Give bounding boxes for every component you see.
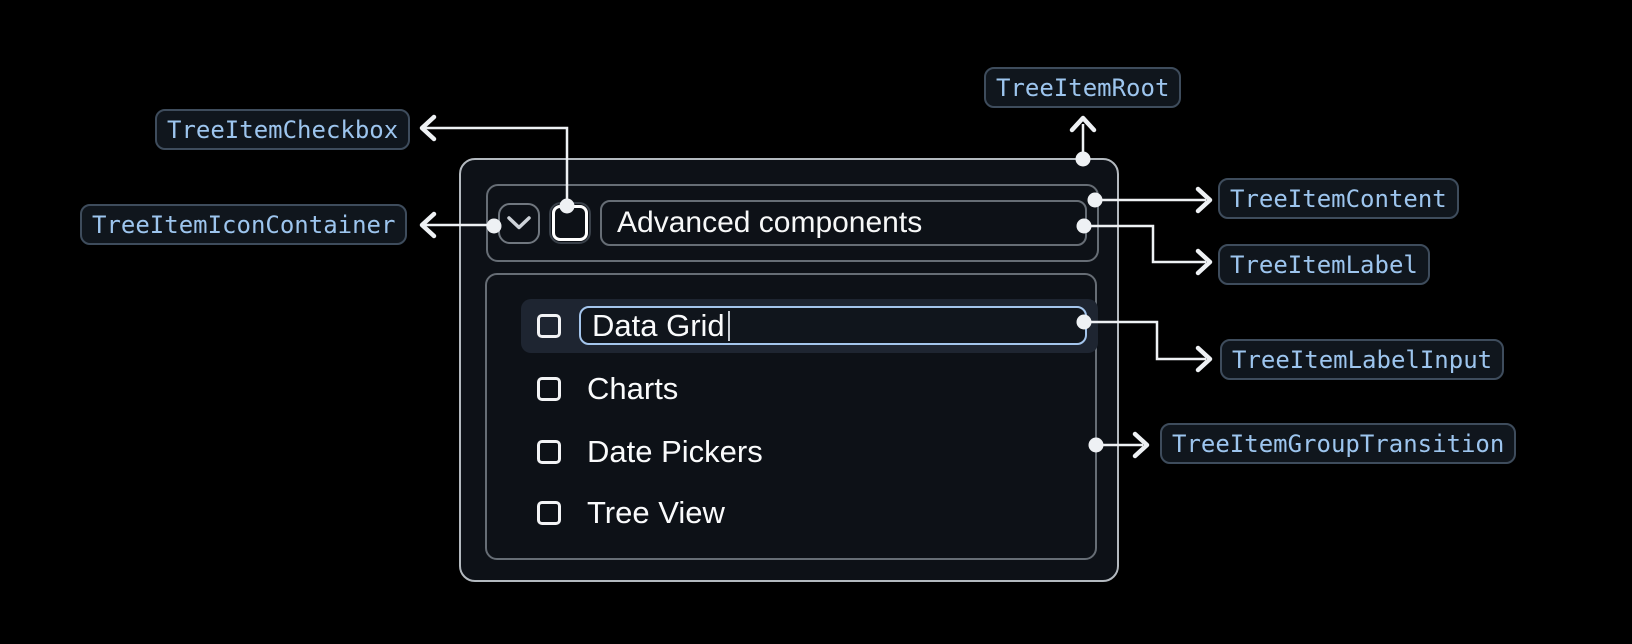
tree-item-label: Charts	[587, 371, 679, 406]
checkbox-icon[interactable]	[537, 440, 561, 464]
checkbox-icon	[552, 205, 588, 241]
parent-item-label: Advanced components	[617, 206, 923, 239]
checkbox-icon[interactable]	[537, 501, 561, 525]
arrowhead-up-root	[1069, 115, 1097, 133]
chevron-down-icon	[506, 215, 532, 231]
tree-item-label: Advanced components	[600, 200, 1087, 246]
label-input-value: Data Grid	[592, 307, 725, 343]
tree-item-content[interactable]: Advanced components	[486, 184, 1099, 262]
badge-tree-item-label: TreeItemLabel	[1218, 244, 1430, 285]
arrowhead-right-group-transition	[1132, 431, 1150, 459]
arrowhead-right-content	[1195, 186, 1213, 214]
arrowhead-right-label-input	[1195, 345, 1213, 373]
tree-item-group-transition: Data Grid Charts Date Pickers Tree View	[485, 273, 1098, 560]
tree-item-icon-container[interactable]	[498, 202, 540, 244]
tree-item-label: Tree View	[587, 495, 725, 530]
checkbox-icon[interactable]	[537, 314, 561, 338]
tree-item-label: Date Pickers	[587, 434, 763, 469]
tree-item-root: Advanced components Data Grid Charts Dat…	[459, 158, 1119, 582]
tree-row[interactable]: Tree View	[537, 495, 725, 530]
checkbox-icon[interactable]	[537, 377, 561, 401]
badge-tree-item-icon-container: TreeItemIconContainer	[80, 204, 408, 245]
arrowhead-left-icon-container	[419, 211, 437, 239]
badge-tree-item-label-input: TreeItemLabelInput	[1220, 339, 1505, 380]
badge-tree-item-content: TreeItemContent	[1218, 178, 1459, 219]
text-caret	[727, 310, 731, 341]
tree-row[interactable]: Charts	[537, 371, 679, 406]
badge-tree-item-root: TreeItemRoot	[984, 67, 1182, 108]
badge-tree-item-group-transition: TreeItemGroupTransition	[1160, 423, 1517, 464]
tree-row[interactable]: Date Pickers	[537, 434, 763, 469]
arrowhead-left-checkbox	[419, 114, 437, 142]
tree-row-editing[interactable]: Data Grid	[521, 299, 1098, 353]
badge-tree-item-checkbox: TreeItemCheckbox	[155, 109, 411, 150]
tree-item-checkbox[interactable]	[549, 202, 591, 244]
tree-item-label-input[interactable]: Data Grid	[579, 306, 1087, 345]
arrowhead-right-label	[1195, 248, 1213, 276]
